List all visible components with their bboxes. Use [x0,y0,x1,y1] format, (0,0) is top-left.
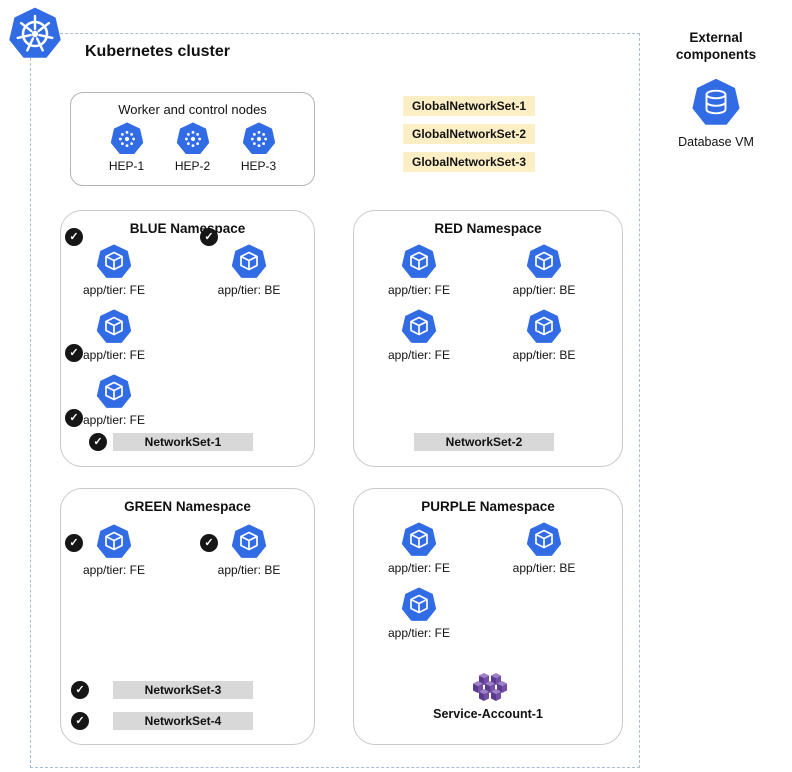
pod: app/tier: FE [69,244,159,297]
kubernetes-logo-icon [9,7,61,58]
namespace-blue: BLUE Namespace app/tier: FE app/tier: BE… [60,210,315,467]
pod-label: app/tier: FE [82,563,146,577]
pod-icon [401,244,437,280]
pod: app/tier: FE [69,524,159,577]
pod-icon [96,309,132,345]
pod: app/tier: FE [374,309,464,362]
cluster-boundary [30,33,640,768]
check-icon [71,712,89,730]
pod-icon [401,522,437,558]
check-icon [65,409,83,427]
external-item-label: Database VM [678,134,754,149]
pod-icon [96,244,132,280]
pod-label: app/tier: BE [512,283,576,297]
pod-label: app/tier: FE [82,283,146,297]
global-network-set-chip: GlobalNetworkSet-1 [403,96,536,116]
pod: app/tier: FE [374,587,464,640]
pod: app/tier: FE [374,244,464,297]
node-hep-3: HEP-3 [233,122,285,173]
cluster-title: Kubernetes cluster [85,43,230,60]
pod-label: app/tier: FE [387,348,451,362]
namespace-title: PURPLE Namespace [421,499,555,514]
networkset-bar: NetworkSet-1 [113,433,253,451]
namespace-title: GREEN Namespace [124,499,251,514]
worker-nodes-row: HEP-1 HEP-2 HEP-3 [71,122,314,173]
networkset-bar: NetworkSet-4 [113,712,253,730]
pod-icon [401,587,437,623]
pod: app/tier: BE [499,522,589,575]
node-label: HEP-1 [108,159,145,173]
pod: app/tier: BE [204,244,294,297]
pod-label: app/tier: BE [217,563,281,577]
namespace-title: BLUE Namespace [129,221,246,236]
namespace-red: RED Namespace app/tier: FE app/tier: BE … [353,210,623,467]
check-icon [200,534,218,552]
pod: app/tier: FE [374,522,464,575]
external-components: External components Database VM [656,30,776,149]
pod-label: app/tier: BE [512,561,576,575]
pod: app/tier: BE [204,524,294,577]
service-account-label: Service-Account-1 [433,707,543,721]
pod-label: app/tier: FE [387,626,451,640]
pod: app/tier: BE [499,244,589,297]
pod-icon [96,374,132,410]
pod-icon [231,524,267,560]
external-components-title: External components [675,30,757,62]
service-account: Service-Account-1 [354,673,622,721]
pod-label: app/tier: BE [512,348,576,362]
pod-icon [526,522,562,558]
pod-icon [401,309,437,345]
pod-label: app/tier: FE [82,348,146,362]
pod: app/tier: FE [69,309,159,362]
namespace-title: RED Namespace [434,221,542,236]
pod-icon [526,244,562,280]
pod: app/tier: FE [69,374,159,427]
worker-nodes-panel: Worker and control nodes HEP-1 HEP-2 HEP… [70,92,315,186]
node-label: HEP-2 [174,159,211,173]
node-hep-2: HEP-2 [167,122,219,173]
check-icon [65,534,83,552]
namespace-green: GREEN Namespace app/tier: FE app/tier: B… [60,488,315,745]
networkset-bar: NetworkSet-2 [414,433,554,451]
service-account-icon [468,673,508,702]
pod-icon [96,524,132,560]
external-item: Database VM [678,77,754,149]
database-icon [692,78,740,125]
node-hep-1: HEP-1 [101,122,153,173]
check-icon [200,228,218,246]
global-network-sets: GlobalNetworkSet-1 GlobalNetworkSet-2 Gl… [403,96,536,172]
pod: app/tier: BE [499,309,589,362]
node-icon [176,122,210,156]
check-icon [89,433,107,451]
networkset-bar: NetworkSet-3 [113,681,253,699]
worker-nodes-title: Worker and control nodes [118,102,267,117]
pod-label: app/tier: FE [387,561,451,575]
global-network-set-chip: GlobalNetworkSet-2 [403,124,536,144]
node-icon [110,122,144,156]
check-icon [65,344,83,362]
pod-label: app/tier: BE [217,283,281,297]
check-icon [65,228,83,246]
node-label: HEP-3 [240,159,277,173]
pod-label: app/tier: FE [387,283,451,297]
node-icon [242,122,276,156]
pod-label: app/tier: FE [82,413,146,427]
pod-icon [231,244,267,280]
global-network-set-chip: GlobalNetworkSet-3 [403,152,536,172]
namespace-purple: PURPLE Namespace app/tier: FE app/tier: … [353,488,623,745]
check-icon [71,681,89,699]
pod-icon [526,309,562,345]
